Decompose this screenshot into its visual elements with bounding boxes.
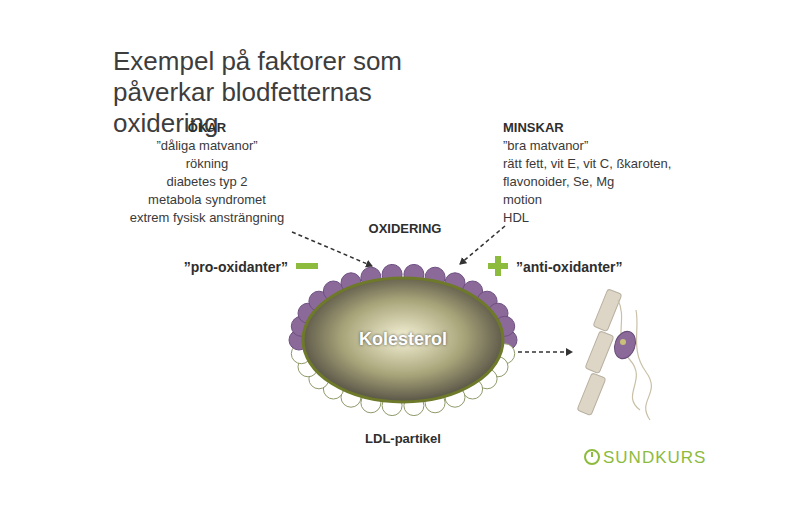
factor-item: rätt fett, vit E, vit C, ßkaroten, bbox=[503, 155, 743, 172]
minus-sign bbox=[296, 263, 318, 269]
factor-item: ”dåliga matvanor” bbox=[97, 137, 317, 154]
dashed-arrow bbox=[292, 232, 372, 266]
logo-text: SUNDKURS bbox=[603, 447, 713, 468]
node-label: Kolesterol bbox=[288, 328, 518, 350]
pro-oxidant-label: ”pro-oxidanter” bbox=[150, 258, 288, 276]
factor-item: metabola syndromet bbox=[97, 191, 317, 208]
process-label: OXIDERING bbox=[345, 220, 465, 237]
factor-item: diabetes typ 2 bbox=[97, 173, 317, 190]
factor-item: flavonoider, Se, Mg bbox=[503, 173, 743, 190]
factor-item: HDL bbox=[503, 209, 743, 226]
group-heading: ÖKAR bbox=[97, 119, 317, 136]
title: Exempel på faktorer som påverkar blodfet… bbox=[113, 46, 443, 139]
group-heading: MINSKAR bbox=[503, 119, 743, 136]
logo-icon bbox=[585, 450, 599, 464]
factor-item: ”bra matvanor” bbox=[503, 137, 743, 154]
factor-item: motion bbox=[503, 191, 743, 208]
plus-sign bbox=[495, 256, 501, 276]
factor-item: extrem fysisk ansträngning bbox=[97, 209, 317, 226]
dashed-arrow bbox=[518, 351, 572, 353]
anti-oxidant-label: ”anti-oxidanter” bbox=[516, 258, 666, 276]
ldl-particle: KolesterolLDL-partikel bbox=[288, 264, 518, 416]
vessel-wall bbox=[577, 289, 651, 420]
factor-item: rökning bbox=[97, 155, 317, 172]
node-caption: LDL-partikel bbox=[288, 430, 518, 447]
